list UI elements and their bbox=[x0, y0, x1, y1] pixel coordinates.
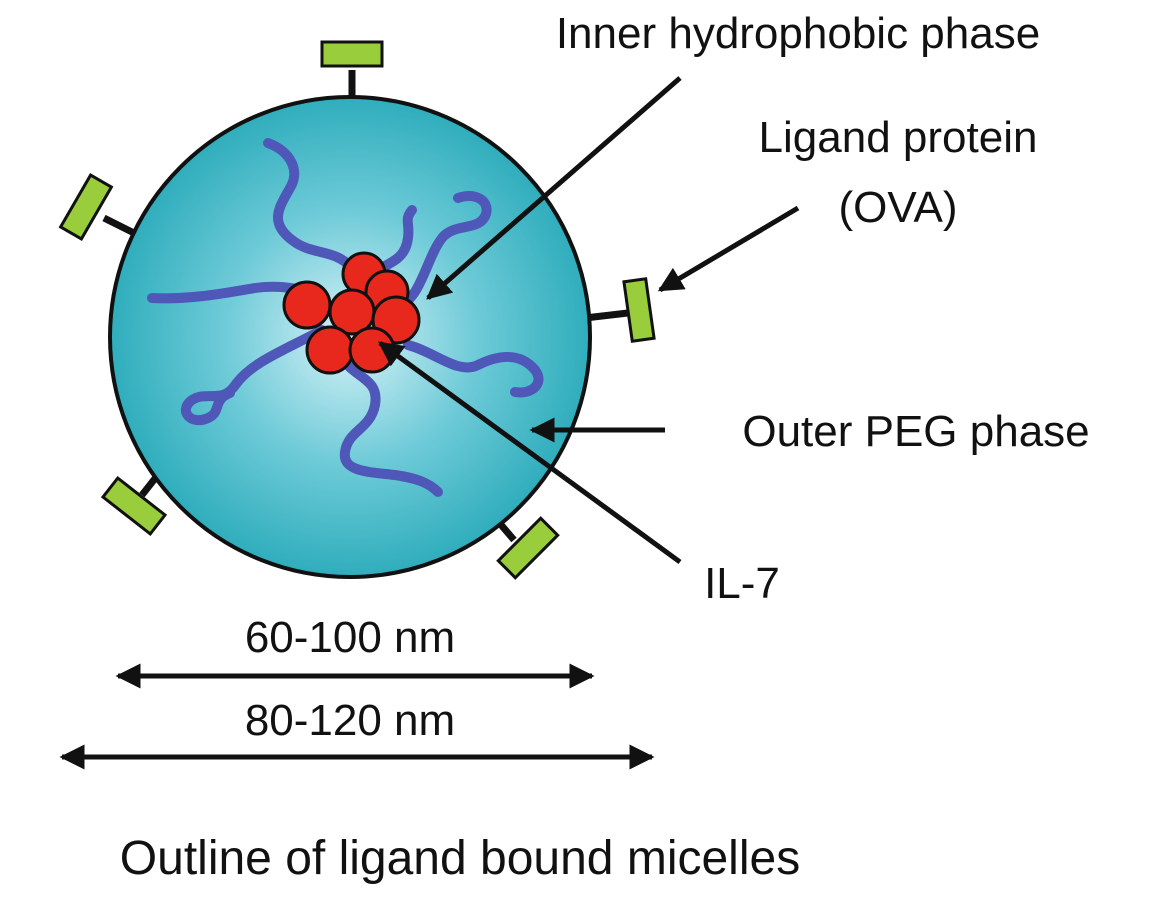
leader-lines bbox=[377, 76, 800, 565]
caption: Outline of ligand bound micelles bbox=[120, 832, 800, 885]
total-size-label: 80-120 nm bbox=[245, 696, 455, 745]
ligand-right bbox=[584, 277, 656, 343]
il7-label: IL-7 bbox=[704, 559, 780, 608]
inner-phase-label: Inner hydrophobic phase bbox=[556, 9, 1040, 58]
ligand-label-line2: (OVA) bbox=[839, 183, 958, 232]
outer-phase-label: Outer PEG phase bbox=[742, 407, 1089, 456]
ligand-label-line1: Ligand protein bbox=[759, 113, 1038, 162]
ligand-arrow bbox=[657, 205, 800, 293]
size-arrows bbox=[59, 663, 655, 770]
inner-phase-arrow bbox=[426, 76, 682, 300]
core-size-label: 60-100 nm bbox=[245, 613, 455, 662]
il7-arrow bbox=[377, 340, 682, 565]
